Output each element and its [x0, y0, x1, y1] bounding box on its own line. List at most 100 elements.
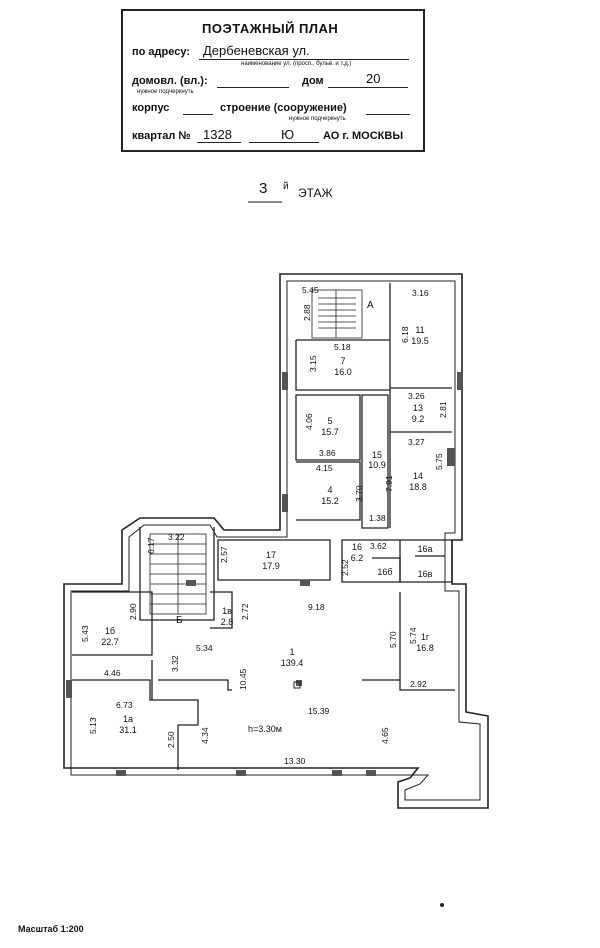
wall-hatching	[66, 372, 463, 776]
dim: 5.70	[388, 631, 398, 648]
dim: 4.06	[304, 413, 314, 430]
room-labels: 1 139.4 1а 31.1 1б 22.7 1в 2.8 1г 16.8 4…	[101, 325, 434, 735]
dim: 3.15	[308, 355, 318, 372]
domovl-underline	[217, 87, 289, 88]
room-1a-number: 1а	[123, 714, 133, 724]
room-17-number: 17	[266, 550, 276, 560]
kvartal-label: квартал №	[132, 130, 191, 142]
stroenie-underline	[366, 114, 410, 115]
kvartal-value: 1328	[203, 127, 232, 142]
dim: 2.90	[128, 603, 138, 620]
ao-label: АО г. МОСКВЫ	[323, 130, 404, 142]
dim: 5.74	[408, 627, 418, 644]
plan-title: ПОЭТАЖНЫЙ ПЛАН	[202, 21, 339, 36]
dim: 1.38	[369, 513, 386, 523]
dim: 3.86	[319, 448, 336, 458]
dim: 5.75	[434, 453, 444, 470]
room-16-number: 16	[352, 542, 362, 552]
room-1v-number: 1в	[222, 606, 232, 616]
column-marker	[293, 681, 301, 689]
room-15-number: 15	[372, 450, 382, 460]
dom-value: 20	[366, 71, 381, 86]
dim: 7.91	[384, 475, 394, 492]
dim: 3.16	[412, 288, 429, 298]
room-11-area: 19.5	[411, 336, 429, 346]
room-1g-area: 16.8	[416, 643, 434, 653]
dim: 3.70	[354, 485, 364, 502]
dim: 2.52	[340, 559, 350, 576]
dom-label: дом	[302, 75, 324, 87]
stair-a-label: А	[367, 300, 374, 311]
kvartal-letter: Ю	[281, 127, 295, 142]
room-1-area: 139.4	[281, 658, 304, 668]
dim: 4.46	[104, 668, 121, 678]
room-1b-number: 1б	[105, 626, 115, 636]
korpus-underline	[183, 114, 213, 115]
stair-b-label: Б	[176, 615, 183, 626]
room-4-area: 15.2	[321, 496, 339, 506]
dim: 5.43	[80, 625, 90, 642]
dim: 2.88	[302, 304, 312, 321]
dom-underline	[328, 87, 408, 88]
floor-label: ЭТАЖ	[298, 186, 333, 200]
dim: 3.62	[370, 541, 387, 551]
korpus-label: корпус	[132, 102, 170, 114]
dim: 2.50	[166, 731, 176, 748]
dim: 9.18	[308, 602, 325, 612]
dim: 2.72	[240, 603, 250, 620]
room-1g-number: 1г	[421, 632, 430, 642]
dim: 5.13	[88, 717, 98, 734]
stair-b	[149, 533, 207, 615]
ceiling-height: h=3.30м	[248, 724, 282, 734]
address-value: Дербеневская ул.	[203, 43, 310, 58]
dim: 5.18	[334, 342, 351, 352]
dim: 5.45	[302, 285, 319, 295]
stair-a	[311, 289, 363, 339]
room-1b-area: 22.7	[101, 637, 119, 647]
room-4-number: 4	[327, 485, 332, 495]
domovl-hint: нужное подчеркнуть	[137, 89, 194, 95]
room-16b-number: 16б	[377, 567, 392, 577]
dim: 13.30	[284, 756, 306, 766]
room-14-area: 18.8	[409, 482, 427, 492]
room-11-number: 11	[415, 325, 424, 335]
room-14-number: 14	[413, 471, 423, 481]
dim: 3.22	[168, 532, 185, 542]
room-13-area: 9.2	[412, 414, 425, 424]
header-stamp-box: ПОЭТАЖНЫЙ ПЛАН по адресу: Дербеневская у…	[121, 9, 425, 152]
address-label: по адресу:	[132, 46, 190, 58]
dim: 3.32	[170, 655, 180, 672]
kvartal-letter-underline	[249, 142, 319, 143]
room-1v-area: 2.8	[221, 617, 234, 627]
room-1-number: 1	[289, 647, 294, 657]
dim: 2.57	[219, 546, 229, 563]
dot-mark	[440, 903, 444, 907]
dim: 6.73	[116, 700, 133, 710]
room-5-number: 5	[327, 416, 332, 426]
dim: 5.34	[196, 643, 213, 653]
dim: 6.17	[146, 537, 156, 554]
dim: 2.92	[410, 679, 427, 689]
domovl-label: домовл. (вл.):	[132, 75, 208, 87]
room-7-number: 7	[340, 356, 345, 366]
dim: 2.81	[438, 401, 448, 418]
room-15-area: 10.9	[368, 460, 386, 470]
floor-suffix: й	[283, 181, 289, 192]
dim: 10.45	[238, 668, 248, 690]
address-hint: наименование ул. (просп., бульв. и т.д.)	[241, 61, 352, 67]
room-16v-number: 16в	[418, 569, 433, 579]
interior-walls	[72, 283, 455, 770]
stroenie-label: строение (сооружение)	[220, 102, 347, 114]
dim: 4.34	[200, 727, 210, 744]
dim: 3.26	[408, 391, 425, 401]
stroenie-hint: нужное подчеркнуть	[289, 116, 346, 122]
room-7-area: 16.0	[334, 367, 352, 377]
room-16-area: 6.2	[351, 553, 364, 563]
room-1a-area: 31.1	[119, 725, 137, 735]
address-underline	[199, 59, 409, 60]
scale-label: Масштаб 1:200	[18, 924, 84, 934]
dim: 4.65	[380, 727, 390, 744]
room-5-area: 15.7	[321, 427, 339, 437]
room-13-number: 13	[413, 403, 423, 413]
